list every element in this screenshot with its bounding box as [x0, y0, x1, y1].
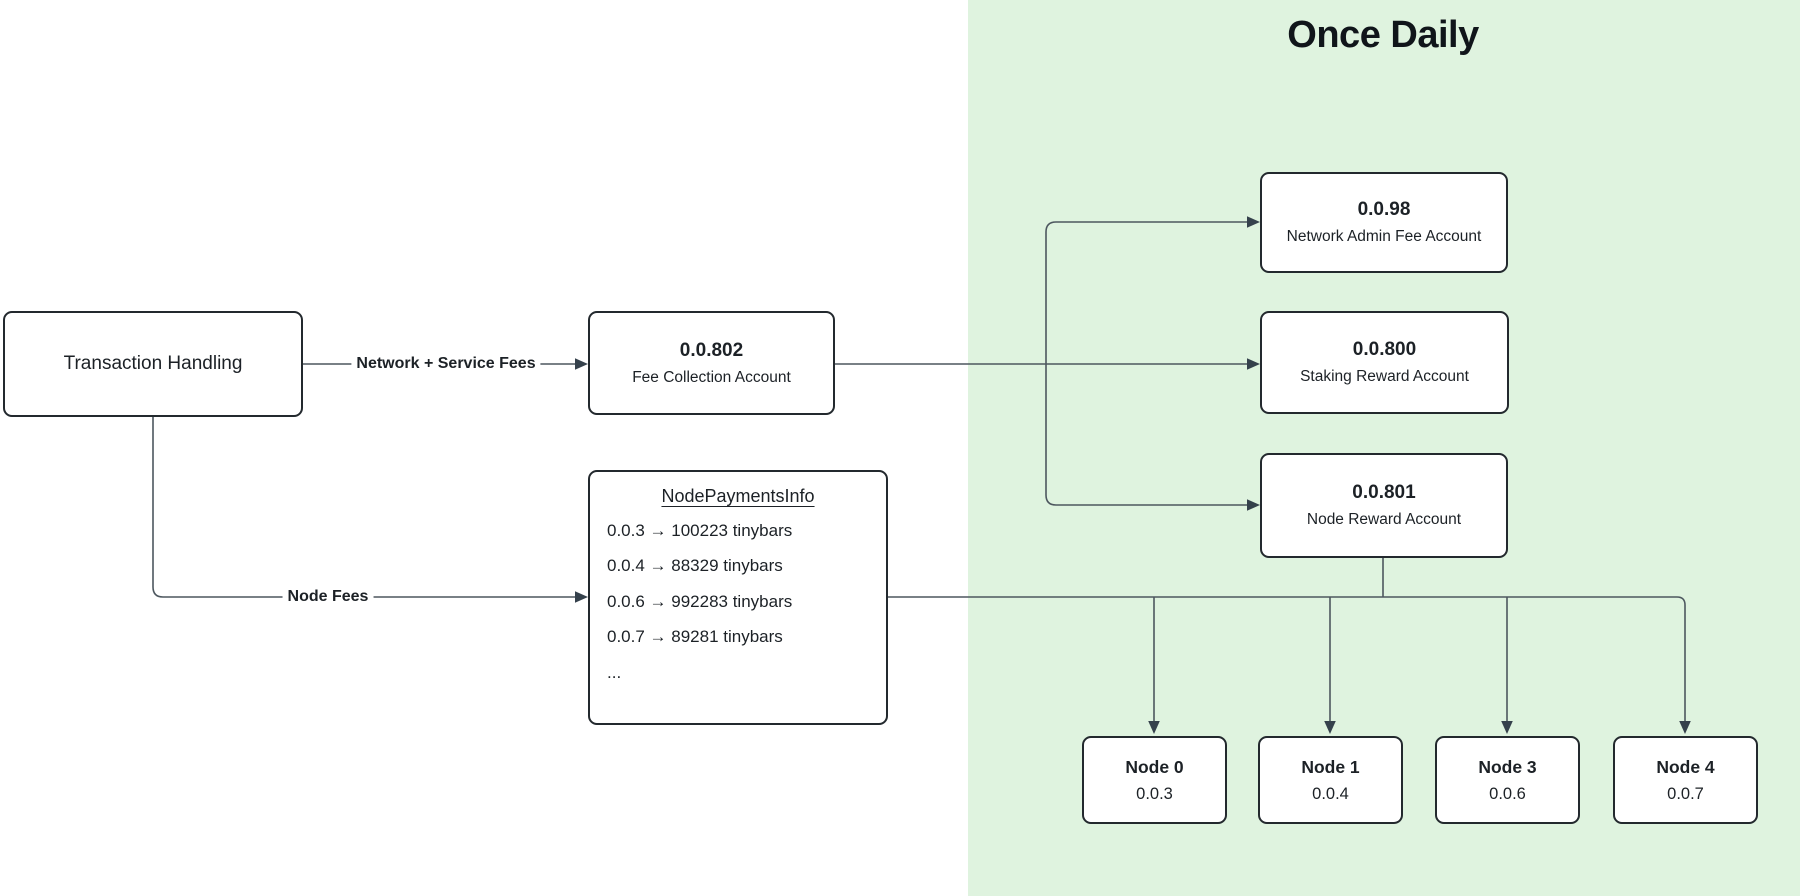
account-id: 0.0.98 — [1357, 199, 1411, 220]
arrowhead-icon — [1324, 721, 1336, 734]
arrowhead-icon — [1247, 499, 1260, 511]
transaction-handling-label: Transaction Handling — [63, 353, 243, 374]
account-id: 0.0.800 — [1352, 339, 1417, 360]
staking-reward-account-node: 0.0.800 Staking Reward Account — [1260, 311, 1509, 414]
account-id: 0.0.801 — [1352, 482, 1416, 503]
node-1-box: Node 1 0.0.4 — [1258, 736, 1403, 824]
edge-label-network-service-fees: Network + Service Fees — [351, 354, 541, 374]
node-payments-info-title: NodePaymentsInfo — [661, 486, 815, 506]
connector-node-fees-bus — [888, 596, 1686, 721]
node-4-box: Node 4 0.0.7 — [1613, 736, 1758, 824]
node-payments-info-node: NodePaymentsInfo 0.0.3 → 100223 tinybars… — [588, 470, 888, 725]
connector-802-to-98 — [1045, 221, 1247, 364]
arrowhead-icon — [575, 358, 588, 370]
connector-node-fees — [152, 417, 575, 598]
network-admin-fee-account-node: 0.0.98 Network Admin Fee Account — [1260, 172, 1508, 273]
account-label: Node Reward Account — [1306, 511, 1462, 528]
arrowhead-icon — [1679, 721, 1691, 734]
node-name: Node 1 — [1301, 756, 1360, 777]
node-payments-entry: ... — [607, 662, 622, 682]
arrowhead-icon — [1247, 216, 1260, 228]
node-name: Node 3 — [1478, 756, 1537, 777]
node-payments-entry: 0.0.3 → 100223 tinybars — [607, 521, 793, 540]
node-payments-entry: 0.0.4 → 88329 tinybars — [607, 556, 783, 576]
account-label: Fee Collection Account — [632, 368, 791, 386]
account-label: Network Admin Fee Account — [1286, 228, 1482, 245]
arrowhead-icon — [575, 591, 588, 603]
account-label: Staking Reward Account — [1300, 368, 1469, 385]
node-reward-account-node: 0.0.801 Node Reward Account — [1260, 453, 1508, 558]
account-id: 0.0.802 — [679, 339, 744, 361]
once-daily-title: Once Daily — [1287, 14, 1479, 56]
fee-collection-account-node: 0.0.802 Fee Collection Account — [588, 311, 835, 415]
edge-label-node-fees: Node Fees — [282, 587, 374, 607]
node-account: 0.0.3 — [1136, 784, 1173, 803]
node-0-box: Node 0 0.0.3 — [1082, 736, 1227, 824]
transaction-handling-node: Transaction Handling — [3, 311, 303, 417]
node-name: Node 0 — [1125, 756, 1184, 777]
node-account: 0.0.7 — [1667, 784, 1704, 803]
node-account: 0.0.4 — [1312, 784, 1349, 803]
arrowhead-icon — [1501, 721, 1513, 734]
node-name: Node 4 — [1656, 756, 1715, 777]
connector-802-to-801 — [1045, 364, 1247, 506]
arrowhead-icon — [1148, 721, 1160, 734]
node-payments-entry: 0.0.6 → 992283 tinybars — [607, 591, 793, 611]
arrowhead-icon — [1247, 358, 1260, 370]
node-payments-entries: 0.0.3 → 100223 tinybars 0.0.4 → 88329 ti… — [590, 513, 886, 690]
node-account: 0.0.6 — [1489, 784, 1526, 803]
node-3-box: Node 3 0.0.6 — [1435, 736, 1580, 824]
node-payments-entry: 0.0.7 → 89281 tinybars — [607, 627, 783, 647]
